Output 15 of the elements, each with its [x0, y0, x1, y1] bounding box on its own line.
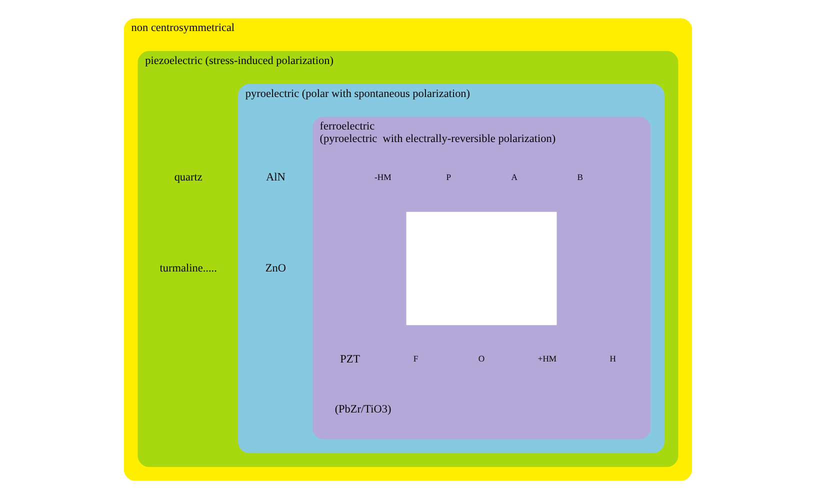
label: ZnO	[264, 262, 286, 274]
label: -HM	[374, 172, 391, 182]
label: turmaline.....	[159, 262, 216, 274]
label: PZT	[340, 353, 360, 366]
label: H	[609, 353, 616, 364]
label: P	[446, 172, 451, 182]
label: +HM	[537, 353, 556, 364]
label: (PbZr/TiO3)	[334, 403, 391, 416]
label: O	[478, 353, 484, 364]
label: B	[576, 172, 582, 182]
label: A	[510, 172, 517, 182]
label: quartz	[174, 172, 202, 184]
label: F	[412, 353, 418, 364]
label: AlN	[266, 172, 285, 184]
node-box	[406, 212, 556, 326]
